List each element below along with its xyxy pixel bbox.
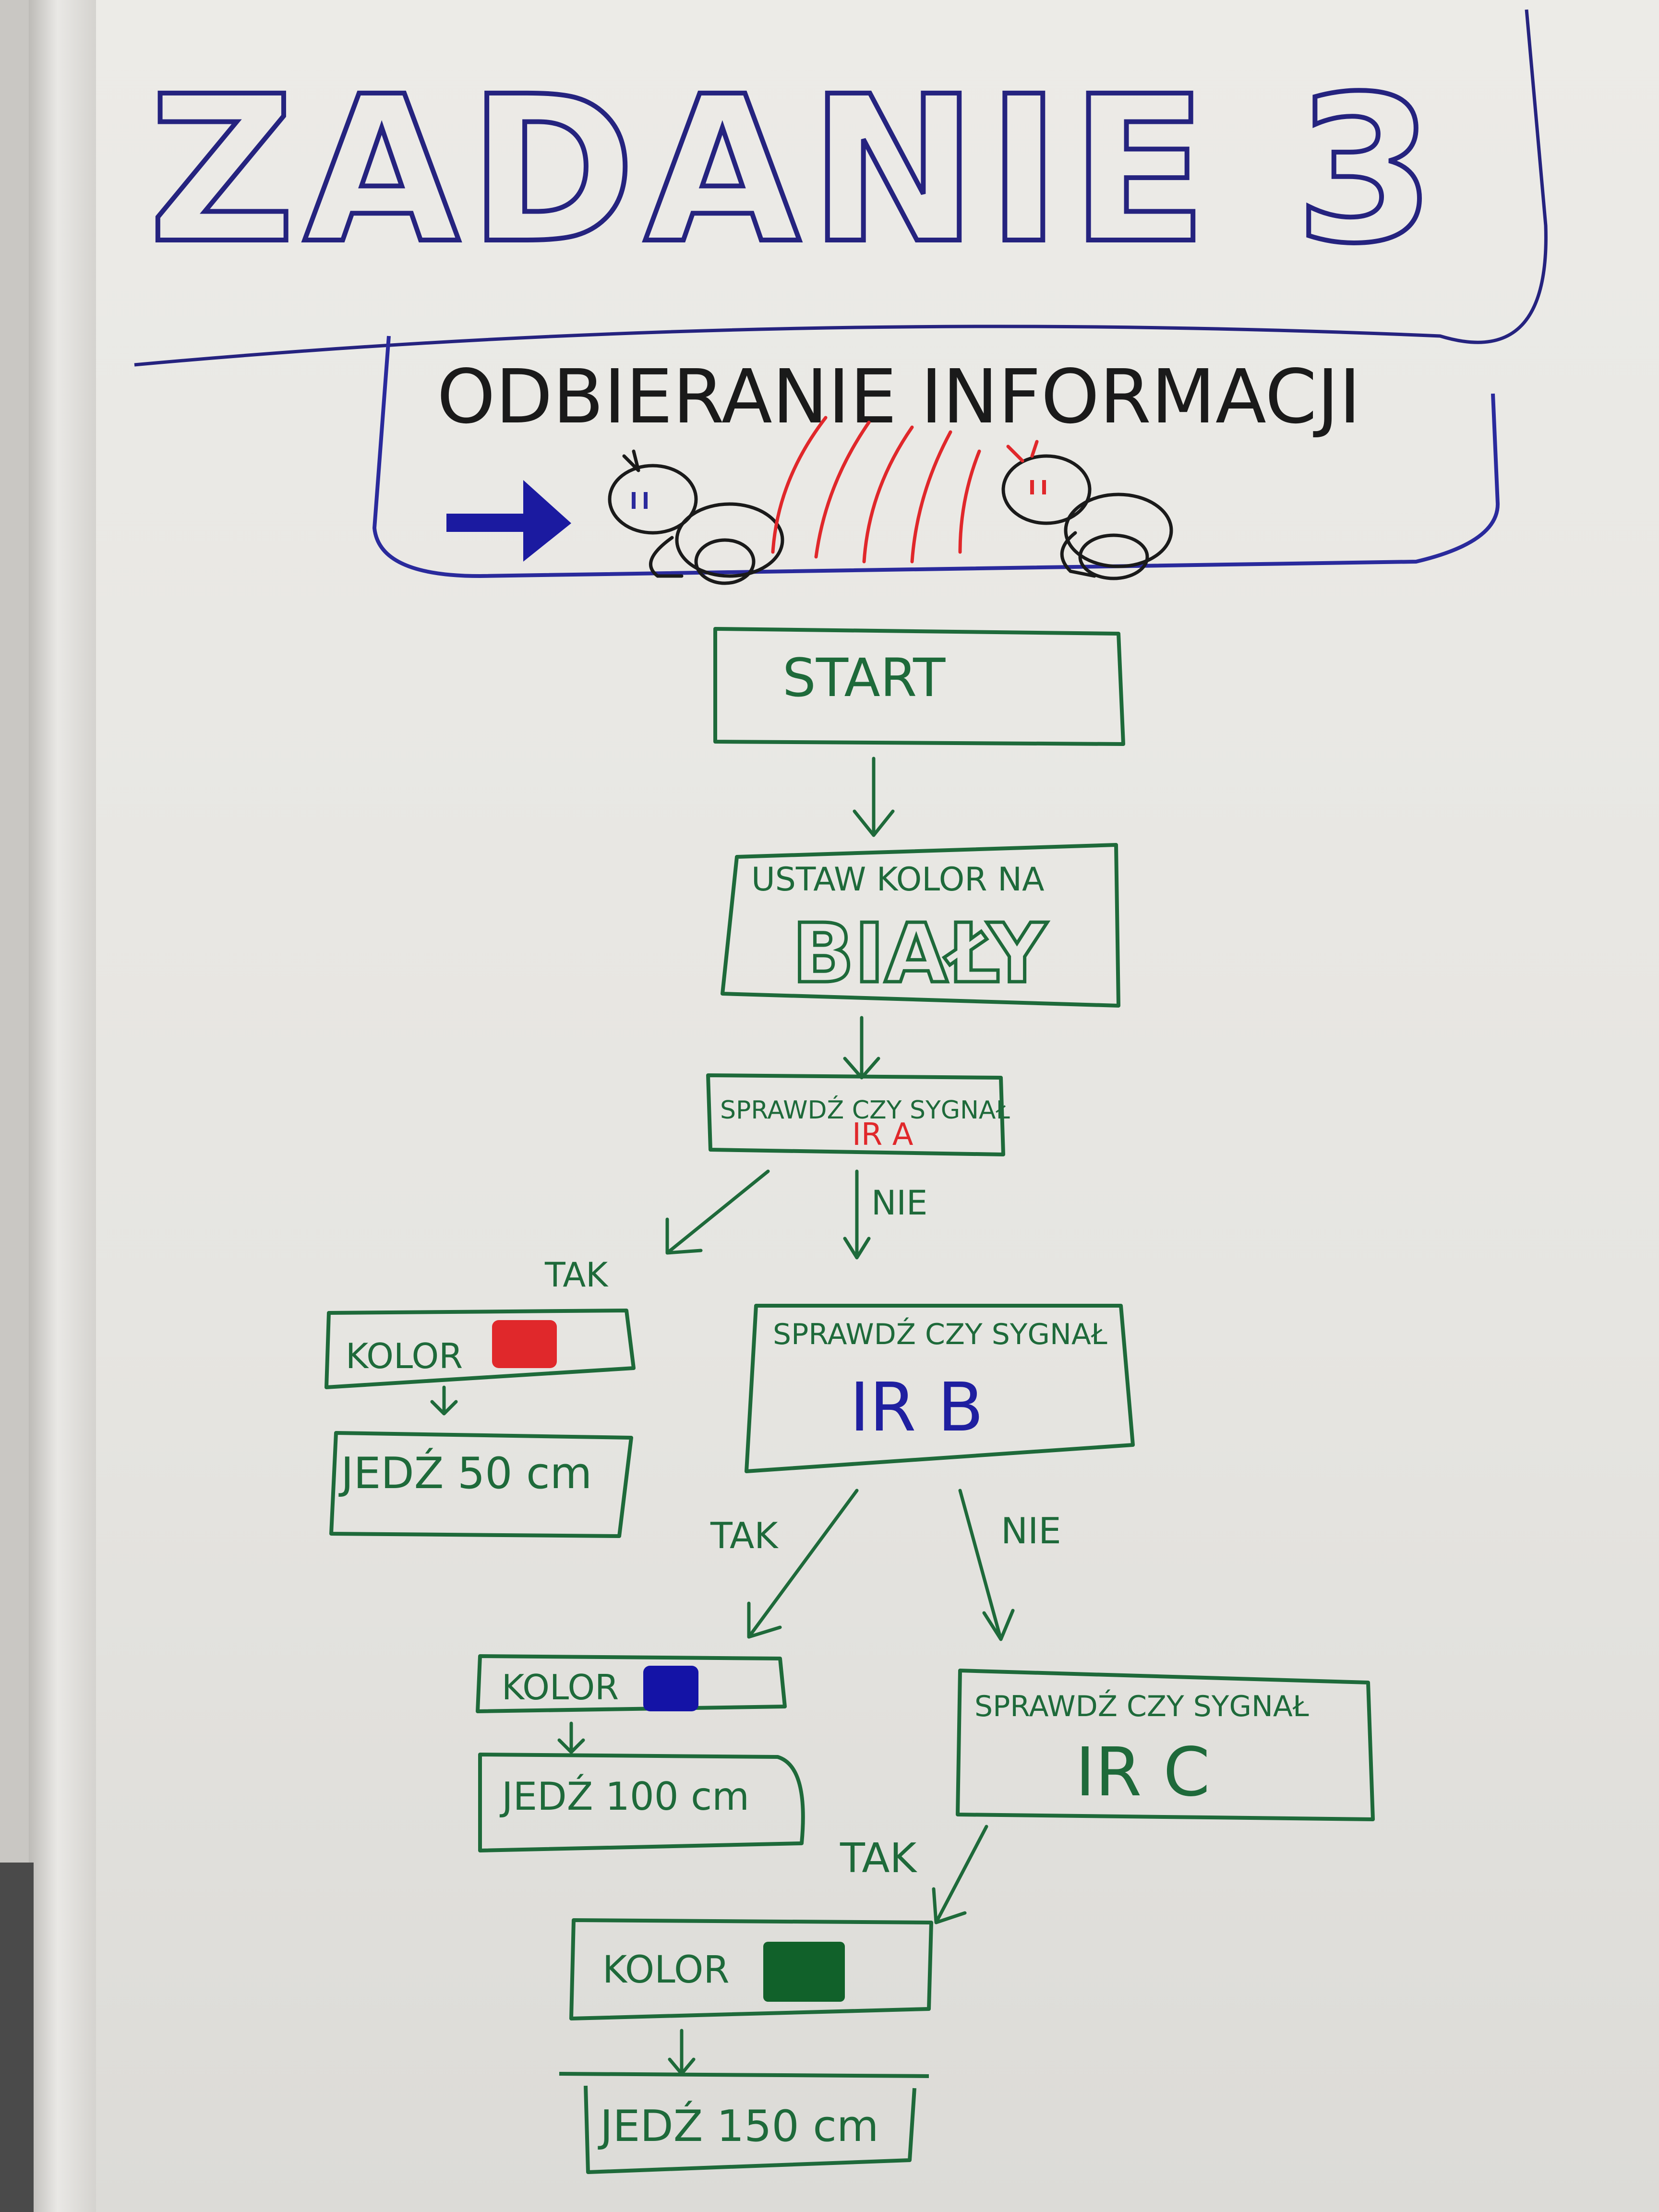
- check-ir-a-label: SPRAWDŹ CZY SYGNAŁ: [720, 1095, 1010, 1125]
- transmit-arrow-icon: [446, 480, 571, 562]
- check-ir-a-node: SPRAWDŹ CZY SYGNAŁ IR A: [706, 1073, 1010, 1156]
- start-label: START: [782, 647, 946, 709]
- check-ir-b-label: SPRAWDŹ CZY SYGNAŁ: [773, 1317, 1107, 1351]
- set-color-value: BIAŁY: [792, 906, 1047, 1001]
- flipchart-paper: [96, 0, 1659, 2212]
- red-swatch: [492, 1320, 557, 1368]
- subtitle-text: ODBIERANIE INFORMACJI: [437, 353, 1361, 440]
- arrow-a-yes: [665, 1169, 770, 1255]
- a-yes-label: TAK: [544, 1255, 609, 1295]
- set-color-node: USTAW KOLOR NA BIAŁY: [721, 843, 1120, 1008]
- drive-150-label: JEDŹ 150 cm: [598, 2100, 879, 2152]
- drive-150-node: JEDŹ 150 cm: [559, 2072, 929, 2174]
- arrow-b-no: [958, 1489, 1015, 1641]
- easel-frame: [29, 0, 101, 2212]
- arrow-blue-to-drive100: [557, 1721, 585, 1754]
- title-text: ZADANIE 3: [149, 53, 1444, 288]
- green-swatch: [763, 1942, 845, 2002]
- start-node: START: [713, 627, 1125, 746]
- sender-robot-icon: [608, 449, 784, 585]
- receiver-robot-icon: [1001, 440, 1173, 580]
- title-frame: [134, 9, 1548, 367]
- arrow-red-to-drive50: [430, 1385, 458, 1416]
- drive-100-node: JEDŹ 100 cm: [478, 1753, 805, 1852]
- wall-background: [0, 0, 29, 2212]
- color-green-label: KOLOR: [602, 1948, 730, 1992]
- arrow-set-to-check-a: [843, 1016, 880, 1080]
- check-ir-b-node: SPRAWDŹ CZY SYGNAŁ IR B: [745, 1304, 1135, 1473]
- arrow-c-yes: [932, 1825, 988, 1924]
- couch-background: [0, 1863, 34, 2212]
- color-blue-label: KOLOR: [502, 1667, 619, 1707]
- arrow-start-to-set: [853, 757, 895, 837]
- set-color-label: USTAW KOLOR NA: [751, 861, 1044, 899]
- arrow-a-no: [843, 1169, 871, 1260]
- drive-100-label: JEDŹ 100 cm: [499, 1774, 749, 1819]
- arrow-green-to-drive150: [668, 2029, 696, 2076]
- check-ir-c-signal: IR C: [1075, 1733, 1210, 1812]
- drive-50-node: JEDŹ 50 cm: [329, 1431, 633, 1538]
- blue-swatch: [643, 1666, 698, 1711]
- signal-waves-icon: [771, 416, 981, 564]
- check-ir-a-signal: IR A: [852, 1117, 914, 1153]
- drive-50-label: JEDŹ 50 cm: [338, 1447, 592, 1499]
- check-ir-b-signal: IR B: [850, 1369, 984, 1447]
- color-green-node: KOLOR: [569, 1918, 933, 2020]
- color-red-node: KOLOR: [325, 1309, 636, 1389]
- color-red-label: KOLOR: [346, 1336, 463, 1376]
- check-ir-c-label: SPRAWDŹ CZY SYGNAŁ: [974, 1689, 1309, 1723]
- a-no-label: NIE: [871, 1183, 927, 1223]
- color-blue-node: KOLOR: [476, 1654, 787, 1713]
- c-yes-label: TAK: [840, 1835, 917, 1882]
- b-yes-label: TAK: [710, 1515, 779, 1557]
- subtitle-frame: [372, 336, 1500, 578]
- b-no-label: NIE: [1001, 1510, 1061, 1552]
- check-ir-c-node: SPRAWDŹ CZY SYGNAŁ IR C: [956, 1669, 1375, 1821]
- arrow-b-yes: [747, 1489, 859, 1639]
